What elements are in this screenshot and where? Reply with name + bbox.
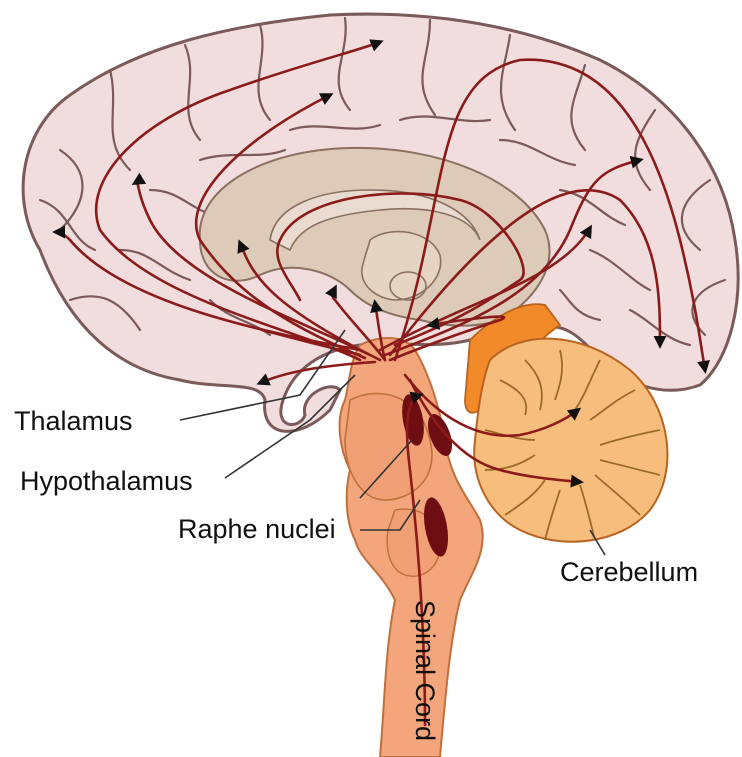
label-cerebellum: Cerebellum	[560, 557, 698, 587]
label-thalamus: Thalamus	[14, 406, 133, 436]
label-hypothalamus: Hypothalamus	[20, 466, 193, 496]
label-spinal-cord: Spinal Cord	[410, 600, 440, 741]
label-raphe-nuclei: Raphe nuclei	[178, 514, 336, 544]
